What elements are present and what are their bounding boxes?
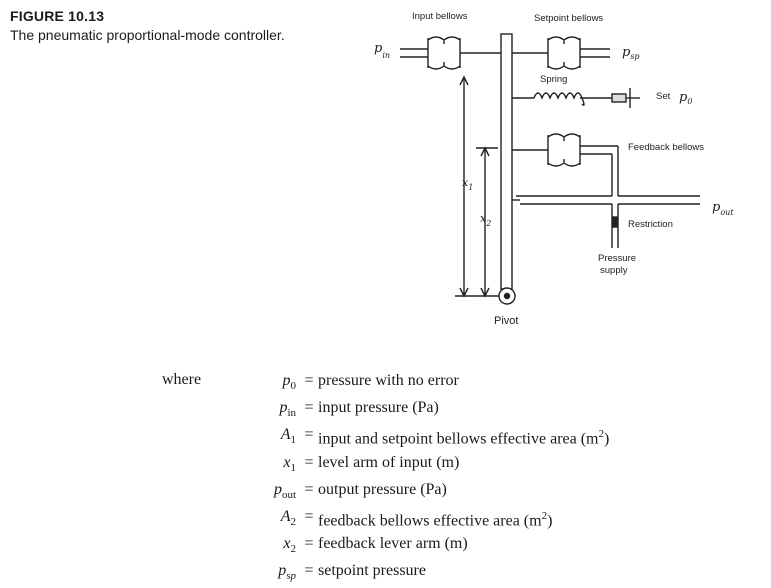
setpoint-bellows-label: Setpoint bellows bbox=[534, 13, 603, 24]
x1-label: x1 bbox=[462, 176, 473, 192]
x1-dimension bbox=[455, 75, 499, 298]
p-sp-label: psp bbox=[622, 45, 640, 61]
spring-label: Spring bbox=[540, 74, 567, 85]
supply-line bbox=[611, 204, 619, 248]
figure-label: FIGURE 10.13 bbox=[10, 8, 105, 24]
pressure-supply-label-1: Pressure bbox=[598, 253, 636, 264]
setpoint-bellows bbox=[512, 36, 610, 70]
input-bellows-label: Input bellows bbox=[412, 11, 468, 22]
definition-row: pin =input pressure (Pa) bbox=[232, 397, 609, 424]
set-p0-label: Set bbox=[656, 91, 671, 102]
definition-text: setpoint pressure bbox=[318, 562, 426, 580]
restriction-marker bbox=[612, 216, 618, 228]
pivot-label: Pivot bbox=[494, 315, 518, 327]
x2-dimension bbox=[476, 146, 498, 298]
definition-text: level arm of input (m) bbox=[318, 453, 460, 471]
pneumatic-controller-diagram: Input bellows Setpoint bellows Spring Se… bbox=[374, 11, 734, 327]
pivot bbox=[498, 287, 516, 305]
definition-text: input and setpoint bellows effective are… bbox=[318, 428, 610, 448]
input-bellows bbox=[400, 36, 501, 70]
definition-row: p0 =pressure with no error bbox=[232, 370, 609, 397]
definition-row: pout =output pressure (Pa) bbox=[232, 479, 609, 506]
definition-symbol: p0 bbox=[282, 372, 297, 393]
definition-row: A2 =feedback bellows effective area (m2) bbox=[232, 506, 609, 533]
definition-equals: = bbox=[304, 507, 314, 525]
definition-equals: = bbox=[304, 372, 314, 389]
pressure-supply-label-2: supply bbox=[600, 265, 628, 276]
definition-symbol: pin bbox=[279, 399, 296, 420]
definition-row: A1 =input and setpoint bellows effective … bbox=[232, 424, 610, 451]
figure-caption: FIGURE 10.13 The pneumatic proportional-… bbox=[10, 8, 285, 43]
x2-label: x2 bbox=[480, 212, 491, 228]
definition-text: input pressure (Pa) bbox=[318, 399, 439, 417]
definition-text: pressure with no error bbox=[318, 372, 459, 389]
definition-equals: = bbox=[304, 480, 314, 498]
definition-equals: = bbox=[304, 399, 314, 417]
p-in-label: pin bbox=[374, 41, 390, 60]
definition-symbol: pout bbox=[273, 480, 296, 501]
p-out-label: pout bbox=[712, 200, 734, 217]
lever-arm bbox=[500, 33, 513, 290]
definition-equals: = bbox=[304, 535, 314, 553]
definition-row: psp =setpoint pressure bbox=[232, 560, 609, 587]
definition-equals: = bbox=[304, 562, 314, 580]
set-p0-symbol: p0 bbox=[679, 90, 692, 106]
where-label: where bbox=[162, 371, 202, 388]
definition-equals: = bbox=[304, 453, 314, 471]
definition-row: x2 =feedback lever arm (m) bbox=[232, 533, 609, 560]
definition-text: feedback bellows effective area (m2) bbox=[318, 509, 553, 530]
definition-symbol: x1 bbox=[283, 453, 296, 474]
definition-symbol: A2 bbox=[280, 507, 296, 529]
definition-row: x1 =level arm of input (m) bbox=[232, 452, 609, 479]
definition-symbol: psp bbox=[278, 562, 296, 583]
definition-equals: = bbox=[304, 426, 314, 444]
feedback-bellows-label: Feedback bellows bbox=[628, 142, 704, 153]
definition-symbol: A1 bbox=[280, 426, 296, 447]
restriction-label: Restriction bbox=[628, 219, 673, 230]
definition-text: output pressure (Pa) bbox=[318, 480, 447, 498]
definition-symbol: x2 bbox=[283, 535, 296, 556]
output-line bbox=[512, 195, 700, 205]
definition-text: feedback lever arm (m) bbox=[318, 535, 468, 553]
figure-caption-text: The pneumatic proportional-mode controll… bbox=[10, 27, 285, 43]
spring bbox=[512, 88, 640, 108]
feedback-bellows bbox=[512, 133, 619, 196]
